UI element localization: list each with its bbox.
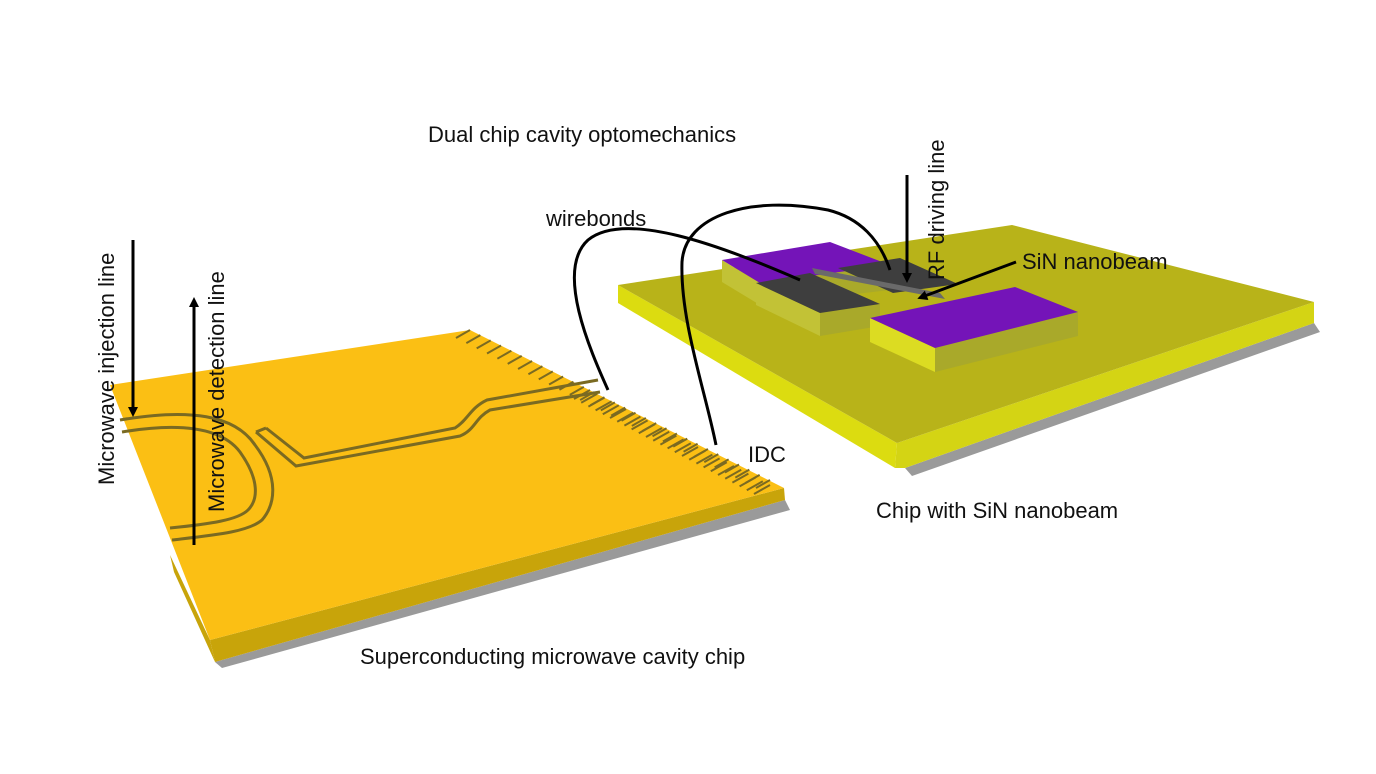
idc-finger: [455, 329, 471, 339]
idc-finger: [579, 391, 595, 401]
nanobeam-chip: [618, 225, 1320, 476]
idc-finger: [672, 437, 688, 448]
idc-finger: [595, 400, 613, 412]
idc-finger: [645, 427, 663, 438]
idc-finger: [527, 365, 543, 376]
injection-line-label: Microwave injection line: [94, 253, 119, 485]
idc-finger: [659, 434, 677, 446]
cavity-chip-shadow: [215, 500, 790, 668]
wirebonds-label: wirebonds: [545, 206, 646, 231]
idc-label: IDC: [748, 442, 786, 467]
idc-finger: [616, 411, 634, 423]
pad-front-top: [756, 273, 880, 313]
idc-finger: [623, 415, 641, 427]
idc-finger: [724, 463, 740, 474]
idc-finger: [714, 458, 730, 469]
labels: Dual chip cavity optomechanics Microwave…: [94, 122, 1168, 669]
cavity-chip-front-side: [170, 555, 215, 662]
idc-finger: [695, 453, 713, 465]
nanobeam-arrow: [917, 260, 1017, 300]
idc-finger: [662, 432, 678, 443]
idc-finger: [631, 419, 649, 431]
idc-finger: [703, 457, 721, 469]
idc-finger: [688, 449, 706, 461]
idc-finger: [755, 479, 771, 489]
cavity-chip-right-side: [210, 488, 785, 662]
idc-finger: [580, 392, 598, 404]
idc-finger: [638, 423, 656, 435]
idc-finger: [569, 386, 585, 396]
electrode-front-front: [870, 318, 935, 372]
idc-finger: [652, 430, 670, 442]
idc-finger: [587, 396, 605, 408]
idc-finger: [710, 461, 728, 473]
cavity-chip-caption: Superconducting microwave cavity chip: [360, 644, 745, 669]
idc-finger: [717, 465, 735, 476]
rf-driving-line-label: RF driving line: [924, 139, 949, 280]
idc-finger: [538, 370, 554, 381]
idc-fingers: [455, 329, 771, 495]
nanobeam-chip-right-side: [895, 302, 1314, 468]
idc-finger: [724, 468, 742, 480]
idc-finger: [746, 480, 764, 492]
nanobeam-strip: [812, 268, 945, 299]
idc-finger: [621, 411, 637, 422]
idc-finger: [683, 442, 699, 453]
idc-finger: [507, 354, 523, 365]
electrode-front-right: [935, 312, 1078, 372]
idc-finger: [476, 339, 492, 350]
nanobeam-chip-caption: Chip with SiN nanobeam: [876, 498, 1118, 523]
electrode-front-top: [870, 287, 1078, 348]
electrode-back-top: [722, 242, 890, 283]
idc-finger: [667, 438, 685, 450]
idc-finger: [681, 446, 699, 457]
detection-line-label: Microwave detection line: [204, 271, 229, 512]
idc-finger: [517, 360, 533, 370]
idc-finger: [609, 408, 627, 419]
idc-finger: [674, 442, 692, 454]
idc-finger: [548, 375, 564, 386]
idc-finger: [600, 401, 616, 412]
arrows: [128, 175, 1017, 545]
diagram-title: Dual chip cavity optomechanics: [428, 122, 736, 147]
idc-finger: [753, 484, 771, 495]
idc-finger: [602, 404, 620, 416]
idc-finger: [496, 349, 512, 360]
idc-finger: [652, 427, 668, 438]
cavity-chip: [110, 329, 790, 668]
idc-finger: [703, 453, 719, 464]
pad-back-top: [838, 258, 958, 293]
nanobeam-chip-shadow: [905, 323, 1320, 476]
idc-finger: [465, 334, 481, 345]
pad-front-right: [820, 304, 880, 336]
wirebonds: [572, 203, 892, 446]
idc-finger: [610, 406, 626, 417]
sin-nanobeam-label: SiN nanobeam: [1022, 249, 1168, 274]
electrode-back-front: [722, 260, 760, 305]
pad-front-front: [756, 283, 820, 336]
idc-finger: [731, 472, 749, 484]
wirebond-2: [680, 203, 892, 446]
idc-finger: [486, 344, 502, 355]
idc-finger: [739, 476, 757, 488]
idc-finger: [573, 389, 591, 400]
wirebond-1: [572, 227, 801, 391]
idc-finger: [734, 468, 750, 479]
idc-finger: [558, 380, 574, 391]
idc-finger: [631, 417, 647, 427]
